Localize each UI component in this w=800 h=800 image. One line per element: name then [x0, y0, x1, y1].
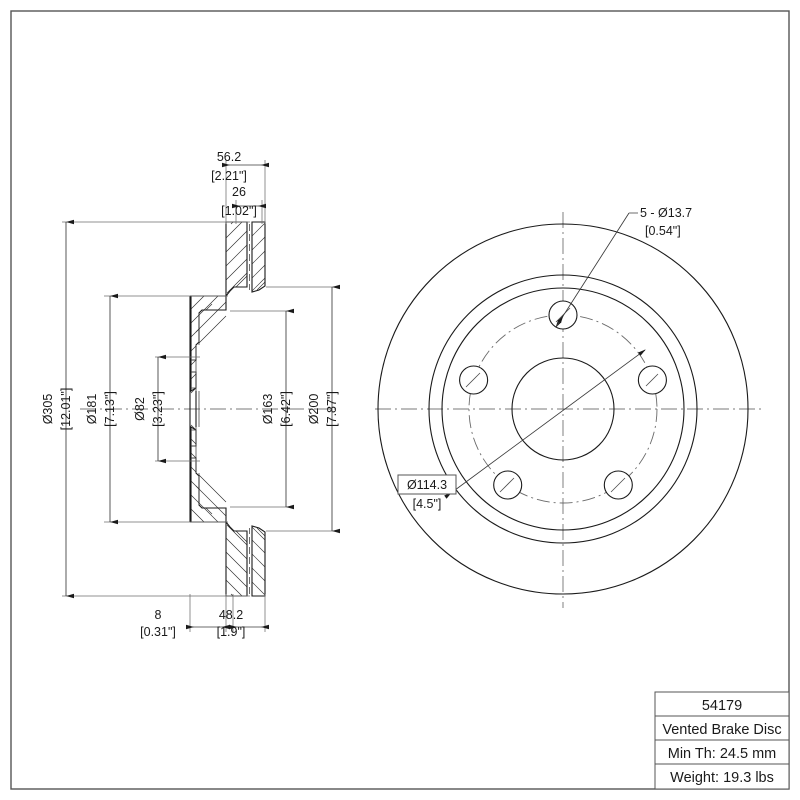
hatching-plate-inboard-lower [251, 526, 266, 596]
hole-callout-leader-tip [555, 315, 564, 328]
dim-48-2-metric: 48.2 [219, 608, 243, 622]
dim-dia-305-metric: Ø305 [41, 394, 55, 425]
weight: Weight: 19.3 lbs [670, 770, 774, 786]
section-vertical-dimensions [65, 219, 340, 599]
dim-dia-163-imperial: [6.42"] [279, 391, 293, 427]
dim-48-2-imperial: [1.9"] [217, 625, 246, 639]
dim-dia-82-metric: Ø82 [133, 397, 147, 421]
hatching-plate-outboard-lower [225, 524, 248, 597]
friction-plate-inboard-upper [251, 221, 266, 293]
hole-callout-leader [555, 212, 630, 328]
hatching-hat-upper [190, 295, 227, 394]
lug-hole-4 [493, 470, 523, 500]
hole-callout-metric: 5 - Ø13.7 [640, 206, 692, 220]
hatching-hat-lower [190, 424, 227, 523]
outer-diameter-circle [377, 223, 749, 595]
hatching-plate-inboard-upper [251, 222, 266, 292]
dim-8-metric: 8 [155, 608, 162, 622]
bolt-circle-imperial: [4.5"] [413, 497, 442, 511]
min-thickness: Min Th: 24.5 mm [668, 746, 777, 762]
dim-dia-82-imperial: [3.23"] [151, 391, 165, 427]
section-horizontal-dimensions [186, 162, 269, 630]
dim-dia-163-metric: Ø163 [261, 394, 275, 425]
dim-8-imperial: [0.31"] [140, 625, 176, 639]
dim-56-2-metric: 56.2 [217, 150, 241, 164]
bolt-circle-metric: Ø114.3 [407, 478, 447, 492]
section-lower-half [189, 409, 266, 597]
dim-26-metric: 26 [232, 185, 246, 199]
front-view: 5 - Ø13.7 [0.54"] Ø114.3 [4.5"] [375, 206, 762, 608]
part-description: Vented Brake Disc [662, 722, 781, 738]
dim-dia-181-metric: Ø181 [85, 394, 99, 425]
friction-ring-inner-circle [441, 287, 685, 531]
section-view: 56.2 [2.21"] 26 [1.02"] 8 [0.31"] 48.2 [… [41, 150, 340, 639]
lug-hole-center-marks [465, 307, 659, 493]
bolt-circle-basic-box [397, 474, 457, 495]
friction-ring-outer-circle [428, 274, 698, 544]
dim-56-2-imperial: [2.21"] [211, 169, 247, 183]
dim-dia-200-imperial: [7.87"] [325, 391, 339, 427]
friction-plate-outboard-lower [225, 520, 248, 597]
dim-dia-181-imperial: [7.13"] [103, 391, 117, 427]
dim-dia-200-metric: Ø200 [307, 394, 321, 425]
lug-hole-5 [459, 365, 489, 395]
dim-26-imperial: [1.02"] [221, 204, 257, 218]
title-block: 54179 Vented Brake Disc Min Th: 24.5 mm … [654, 691, 790, 790]
section-upper-half [189, 221, 266, 409]
hatching-plate-outboard-upper [225, 221, 248, 294]
sheet-border [10, 10, 790, 790]
hole-callout-imperial: [0.54"] [645, 224, 681, 238]
friction-plate-outboard-upper [225, 221, 248, 298]
friction-plate-inboard-lower [251, 525, 266, 597]
bolt-circle-dimension-line [444, 349, 646, 499]
dim-dia-305-imperial: [12.01"] [59, 388, 73, 431]
part-number: 54179 [702, 698, 742, 714]
